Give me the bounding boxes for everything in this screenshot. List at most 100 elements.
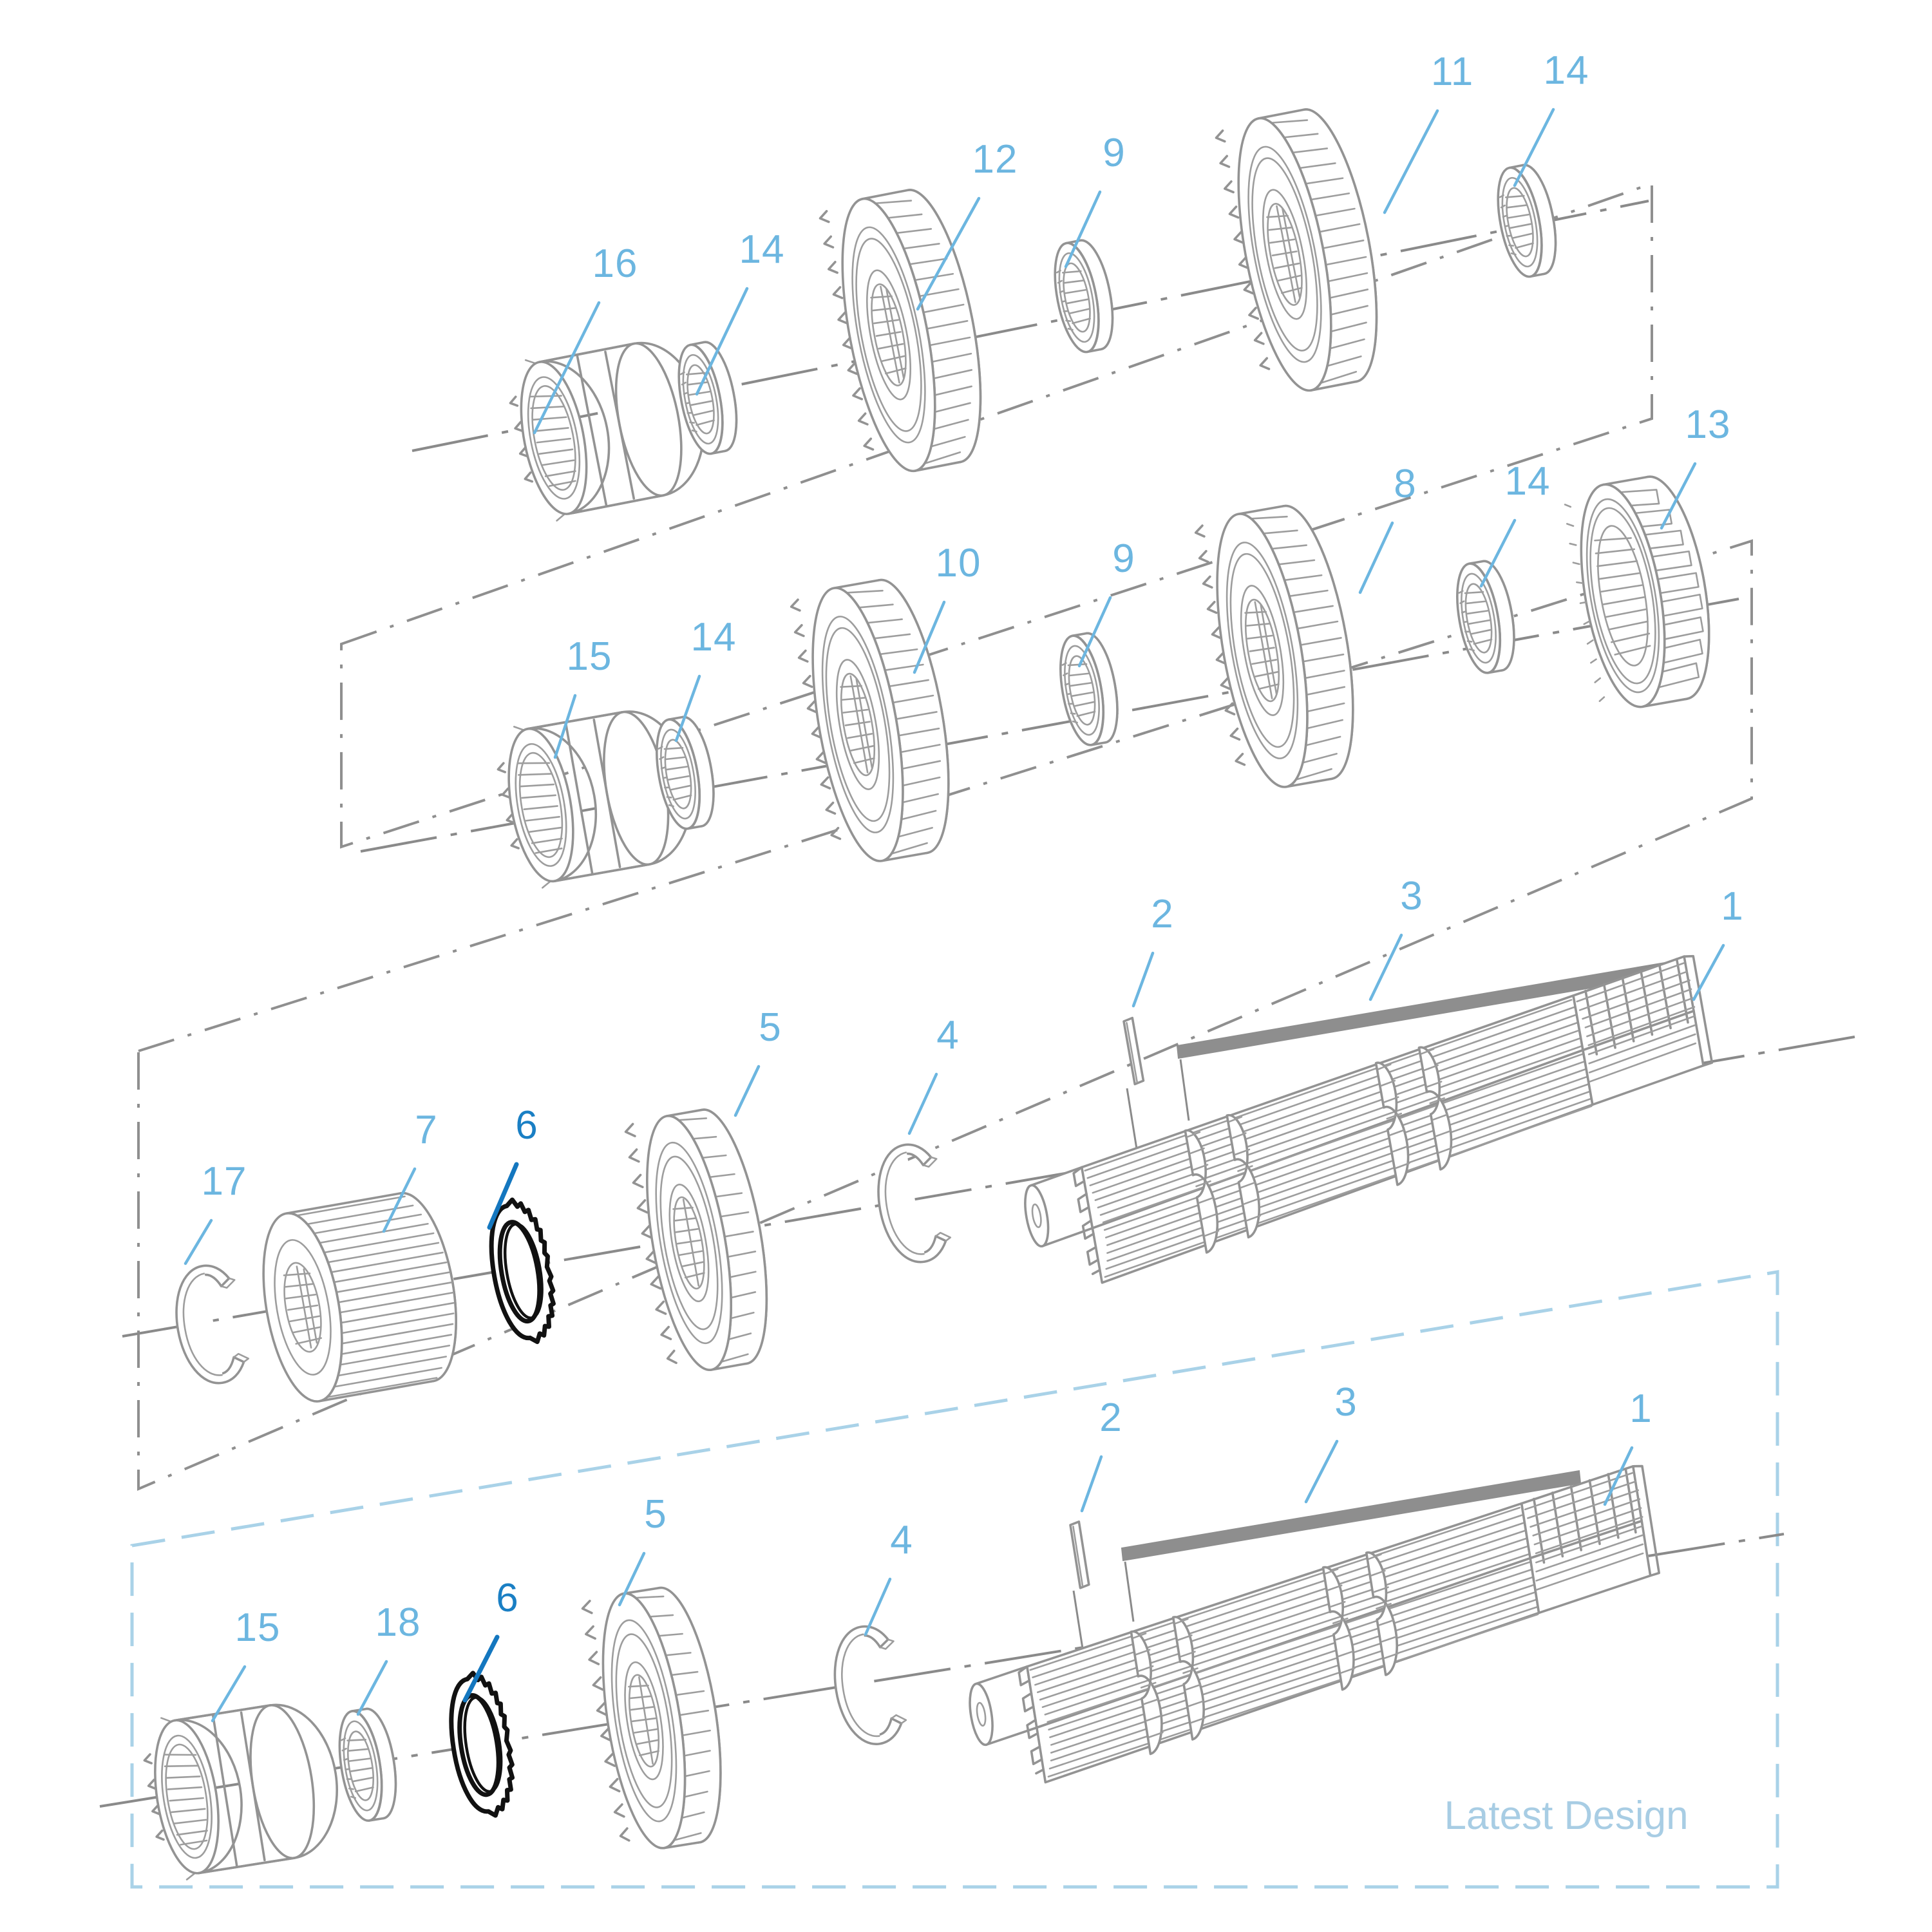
callout-leader-line <box>1513 108 1555 187</box>
part-12-helical-gear[interactable] <box>815 181 1000 481</box>
part-3-extension-line-a <box>1179 1059 1190 1121</box>
callout-1[interactable]: 1 <box>1692 884 1744 1001</box>
part-5-spur-gear-a[interactable] <box>621 1102 784 1379</box>
callout-leader-line <box>618 1551 646 1607</box>
callout-16[interactable]: 16 <box>533 242 638 435</box>
callout-15[interactable]: 15 <box>553 634 612 759</box>
callout-6[interactable]: 6 <box>462 1576 519 1703</box>
part-5-spur-gear-b[interactable] <box>578 1581 737 1857</box>
callout-number[interactable]: 5 <box>759 1005 781 1050</box>
callout-number[interactable]: 14 <box>691 615 737 659</box>
callout-4[interactable]: 4 <box>864 1518 913 1636</box>
callout-number[interactable]: 14 <box>1505 459 1551 504</box>
callout-number[interactable]: 12 <box>972 137 1018 182</box>
callout-number[interactable]: 5 <box>644 1492 667 1537</box>
callout-17[interactable]: 17 <box>184 1159 247 1265</box>
callout-9[interactable]: 9 <box>1064 131 1126 269</box>
callout-number[interactable]: 13 <box>1685 402 1731 447</box>
part-18-splined-washer[interactable] <box>332 1705 404 1825</box>
callout-leader-line <box>695 287 749 396</box>
callout-18[interactable]: 18 <box>356 1600 421 1716</box>
part-2-extension-line-a <box>1126 1088 1139 1153</box>
callout-number[interactable]: 6 <box>496 1576 518 1620</box>
assembly-row-middle <box>360 469 1739 893</box>
part-1-mainshaft-b[interactable] <box>947 1463 1678 1794</box>
part-14-thrust-washer-b[interactable] <box>1489 160 1565 281</box>
callout-leader-line <box>1479 518 1517 588</box>
callout-leader-line <box>1603 1446 1634 1506</box>
part-1-mainshaft-a[interactable] <box>1000 953 1733 1295</box>
callout-leader-line <box>913 600 946 674</box>
callout-number[interactable]: 16 <box>592 242 638 286</box>
part-8-helical-gear[interactable] <box>1191 498 1372 797</box>
centerline-row-top <box>412 200 1649 452</box>
callout-1[interactable]: 1 <box>1603 1387 1653 1506</box>
callout-number[interactable]: 14 <box>739 227 785 272</box>
callout-number[interactable]: 7 <box>415 1108 437 1152</box>
part-11-helical-gear[interactable] <box>1211 100 1396 401</box>
part-17-snap-ring[interactable] <box>166 1260 253 1390</box>
callout-4[interactable]: 4 <box>907 1013 960 1135</box>
callout-number[interactable]: 2 <box>1151 892 1173 936</box>
callout-number[interactable]: 8 <box>1394 462 1416 506</box>
part-4-snap-ring-b[interactable] <box>826 1621 911 1750</box>
callout-number[interactable]: 3 <box>1400 874 1423 918</box>
part-7-roller-bearing[interactable] <box>249 1186 470 1409</box>
callout-5[interactable]: 5 <box>734 1005 782 1117</box>
callout-leader-line <box>1358 521 1394 594</box>
callout-14[interactable]: 14 <box>1479 459 1551 588</box>
part-3-extension-line-b <box>1124 1561 1135 1622</box>
callout-number[interactable]: 18 <box>375 1600 421 1645</box>
callout-leader-line <box>533 301 601 435</box>
callout-leader-line <box>907 1072 938 1135</box>
callout-number[interactable]: 3 <box>1334 1380 1357 1425</box>
callout-6[interactable]: 6 <box>487 1103 538 1230</box>
callout-11[interactable]: 11 <box>1383 50 1473 214</box>
callout-number[interactable]: 9 <box>1112 536 1135 581</box>
callout-3[interactable]: 3 <box>1304 1380 1358 1504</box>
callout-5[interactable]: 5 <box>618 1492 667 1607</box>
callout-leader-line <box>553 694 577 759</box>
callout-number[interactable]: 15 <box>235 1605 281 1650</box>
callout-number[interactable]: 4 <box>890 1518 913 1562</box>
callout-12[interactable]: 12 <box>916 137 1018 311</box>
callout-number[interactable]: 4 <box>936 1013 959 1057</box>
part-2-dowel-pin-b[interactable] <box>1068 1520 1091 1589</box>
callout-9[interactable]: 9 <box>1077 536 1135 668</box>
callout-number[interactable]: 1 <box>1721 884 1743 929</box>
callout-14[interactable]: 14 <box>1513 48 1589 187</box>
callout-number[interactable]: 10 <box>936 541 981 585</box>
callout-leader-line <box>382 1167 417 1233</box>
part-15-cluster-gear-b[interactable] <box>137 1691 350 1884</box>
group-box-middle <box>137 539 1753 1492</box>
callout-number[interactable]: 14 <box>1544 48 1589 93</box>
callout-leader-line <box>1692 943 1725 1001</box>
callout-15[interactable]: 15 <box>211 1605 281 1723</box>
callout-number[interactable]: 11 <box>1431 50 1473 94</box>
callout-2[interactable]: 2 <box>1132 892 1174 1008</box>
callout-leader-line <box>864 1577 892 1636</box>
callout-leader-line <box>1132 951 1155 1008</box>
part-6-lock-washer-b[interactable] <box>442 1669 520 1821</box>
callout-leader-line <box>1080 1455 1103 1513</box>
callout-7[interactable]: 7 <box>382 1108 438 1233</box>
callout-14[interactable]: 14 <box>674 615 737 743</box>
callout-13[interactable]: 13 <box>1660 402 1731 530</box>
callout-number[interactable]: 2 <box>1099 1396 1122 1440</box>
callout-leader-line <box>1660 462 1697 530</box>
callout-number[interactable]: 15 <box>567 634 612 679</box>
part-9-splined-washer-a[interactable] <box>1046 235 1122 357</box>
part-2-dowel-pin-a[interactable] <box>1122 1016 1145 1086</box>
part-2-extension-line-b <box>1072 1590 1084 1653</box>
callout-number[interactable]: 17 <box>202 1159 247 1204</box>
part-13-synchronizer-hub[interactable] <box>1559 469 1725 715</box>
callout-number[interactable]: 9 <box>1103 131 1125 175</box>
callout-3[interactable]: 3 <box>1368 874 1423 1001</box>
callout-2[interactable]: 2 <box>1080 1396 1122 1513</box>
callout-leader-line <box>356 1660 388 1716</box>
callout-14[interactable]: 14 <box>695 227 785 396</box>
callout-number[interactable]: 1 <box>1629 1387 1652 1431</box>
callout-number[interactable]: 6 <box>515 1103 538 1148</box>
callout-10[interactable]: 10 <box>913 541 981 674</box>
callout-8[interactable]: 8 <box>1358 462 1417 594</box>
